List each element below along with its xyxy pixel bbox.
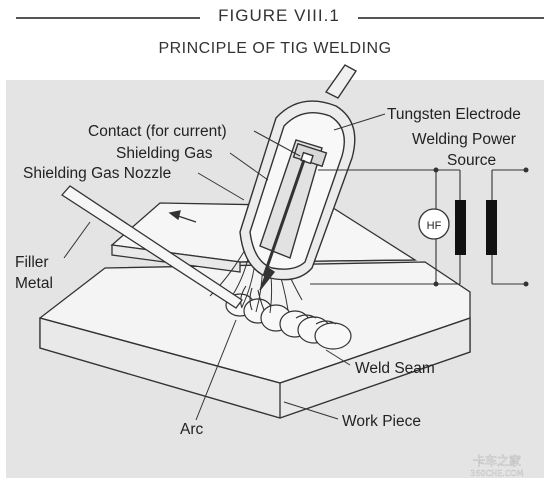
figure-label: FIGURE VIII.1 [218, 6, 340, 25]
svg-text:360CHE.COM: 360CHE.COM [470, 469, 523, 478]
svg-text:卡车之家: 卡车之家 [473, 453, 521, 468]
label-filler: Filler [15, 254, 49, 271]
label-metal: Metal [15, 275, 53, 292]
label-weld-seam: Weld Seam [355, 360, 435, 377]
label-shielding-gas: Shielding Gas [116, 145, 213, 162]
hf-text: HF [427, 220, 442, 232]
transformer-coils [455, 200, 497, 255]
label-contact: Contact (for current) [88, 123, 227, 140]
label-arc: Arc [180, 421, 204, 438]
header-rule-left [16, 17, 200, 19]
leader-lines [63, 113, 386, 421]
direction-arrow [168, 210, 197, 223]
hf-generator: HF [418, 208, 450, 240]
welding-torch [239, 64, 358, 291]
figure-title: PRINCIPLE OF TIG WELDING [158, 40, 392, 57]
label-source: Source [447, 152, 497, 169]
watermark-logo: 卡车之家 360CHE.COM [470, 453, 524, 478]
arc [240, 285, 265, 311]
label-welding-power: Welding Power [412, 131, 516, 148]
label-shielding-gas-nozzle: Shielding Gas Nozzle [23, 165, 172, 182]
circuit-terminals [433, 167, 529, 287]
header-rule-right [358, 17, 544, 19]
figure-header: FIGURE VIII.1 PRINCIPLE OF TIG WELDING [0, 0, 550, 68]
label-tungsten-electrode: Tungsten Electrode [387, 106, 521, 123]
label-work-piece: Work Piece [342, 413, 421, 430]
work-piece [39, 261, 471, 419]
filler-metal-rod [61, 185, 243, 309]
